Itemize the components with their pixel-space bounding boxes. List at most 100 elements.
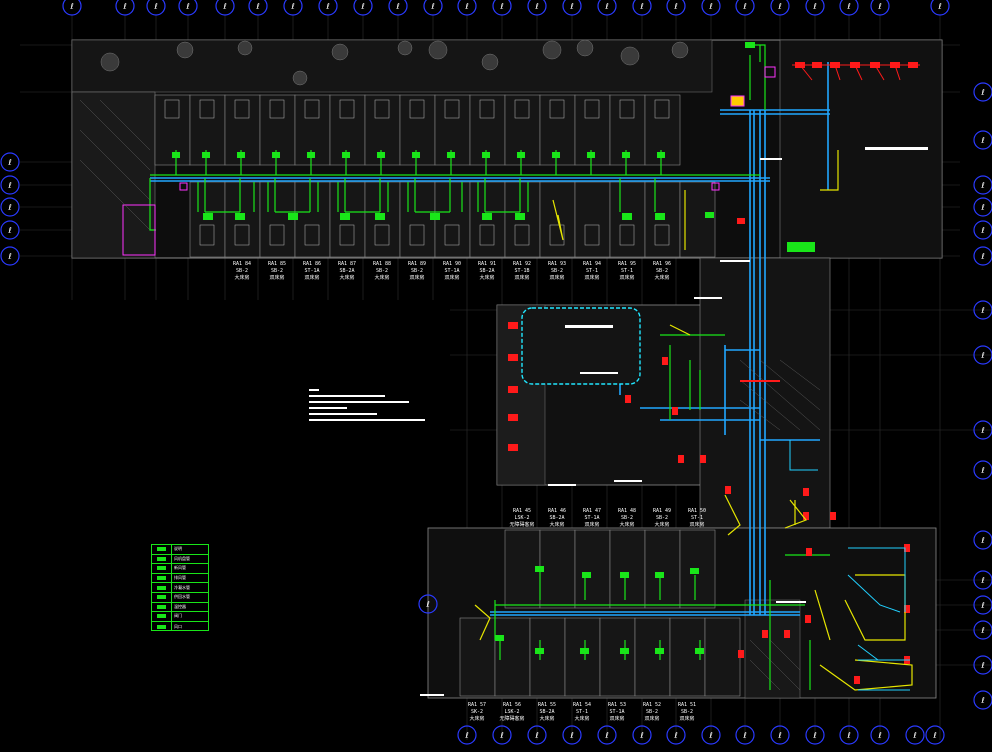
room-number-label: RA1 49 [653,508,671,514]
room-name-label: 大床房 [654,521,669,528]
grid-axis-bubble-icon [666,725,686,745]
room-type-label: SB-2 [376,268,388,274]
grid-axis-glyph: ℓ [812,2,816,11]
room-number-label: RA1 56 [503,702,521,708]
room-number-label: RA1 90 [443,261,461,267]
grid-axis-glyph: ℓ [255,2,259,11]
grid-axis-glyph: ℓ [534,731,538,740]
ahu-unit [730,95,745,107]
room-type-label: ST-1 [576,709,588,715]
room-number-label: RA1 94 [583,261,601,267]
grid-axis-bubble-icon [248,0,268,16]
grid-axis-glyph: ℓ [980,306,984,315]
grid-axis-bubble-icon [283,0,303,16]
grid-axis-glyph: ℓ [777,731,781,740]
grid-axis-bubble-icon [973,620,992,640]
grid-axis-bubble-icon [973,690,992,710]
grid-axis-glyph: ℓ [742,2,746,11]
room-name-label: 大床房 [469,715,484,722]
room-number-label: RA1 87 [338,261,356,267]
grid-axis-glyph: ℓ [980,181,984,190]
legend-description: 新风管 [174,565,186,571]
grid-axis-glyph: ℓ [877,731,881,740]
legend-description: 说明 [174,546,182,552]
grid-axis-bubble-icon [973,246,992,266]
room-number-label: RA1 48 [618,508,636,514]
grid-axis-bubble-icon [973,197,992,217]
grid-axis-bubble-icon [973,345,992,365]
legend-table: 说明风机盘管新风管排风管冷凝水管供回水管温控器阀门风口 [151,544,209,632]
grid-axis-glyph: ℓ [7,203,11,212]
grid-axis-glyph: ℓ [812,731,816,740]
room-type-label: SB-2 [681,709,693,715]
room-name-label: 无障碍客房 [509,521,534,528]
grid-axis-glyph: ℓ [980,426,984,435]
legend-row: 风机盘管 [152,554,208,565]
legend-symbol-icon [152,612,172,621]
condensate-piping [474,150,913,691]
room-type-label: SB-2 [621,515,633,521]
grid-axis-bubble-icon [701,0,721,16]
grid-axis-bubble-icon [597,0,617,16]
grid-axis-glyph: ℓ [777,2,781,11]
grid-axis-bubble-icon [423,0,443,16]
room-number-label: RA1 46 [548,508,566,514]
legend-description: 风口 [174,623,182,629]
room-type-label: ST-1A [609,709,624,715]
grid-axis-bubble-icon [527,725,547,745]
legend-description: 冷凝水管 [174,584,190,590]
room-type-label: SB-2 [411,268,423,274]
exhaust-duct-shapes [789,440,910,691]
legend-symbol-icon [152,602,172,612]
room-name-label: 双床房 [549,274,564,281]
grid-axis-glyph: ℓ [980,136,984,145]
room-type-label: SB-2 [656,268,668,274]
room-type-label: ST-1A [304,268,319,274]
grid-axis-bubble-icon [973,420,992,440]
grid-axis-bubble-icon [973,530,992,550]
conference-duct-boundary [521,307,641,385]
room-number-label: RA1 93 [548,261,566,267]
grid-axis-glyph: ℓ [980,601,984,610]
legend-description: 阀门 [174,613,182,619]
legend-row: 阀门 [152,612,208,622]
grid-axis-bubble-icon [839,0,859,16]
design-notes [309,389,429,425]
grid-axis-bubble-icon [0,220,20,240]
grid-axis-bubble-icon [353,0,373,16]
grid-axis-glyph: ℓ [980,351,984,360]
room-type-label: LSK-2 [514,515,529,521]
grid-axis-bubble-icon [597,725,617,745]
legend-description: 风机盘管 [174,555,190,561]
grid-axis-bubble-icon [527,0,547,16]
grid-axis-glyph: ℓ [7,158,11,167]
room-number-label: RA1 54 [573,702,591,708]
grid-axis-glyph: ℓ [980,626,984,635]
grid-axis-bubble-icon [870,0,890,16]
grid-axis-bubble-icon [562,0,582,16]
legend-row: 温控器 [152,602,208,613]
upper-wing-rooms-bottom [189,181,716,258]
room-name-label: 大床房 [539,715,554,722]
room-name-label: 双床房 [409,274,424,281]
room-number-label: RA1 51 [678,702,696,708]
grid-axis-glyph: ℓ [222,2,226,11]
grid-axis-glyph: ℓ [980,576,984,585]
grid-axis-bubble-icon [701,725,721,745]
room-name-label: 大床房 [339,274,354,281]
grid-axis-glyph: ℓ [932,731,936,740]
room-type-label: SB-2 [236,268,248,274]
grid-axis-bubble-icon [770,0,790,16]
grid-axis-glyph: ℓ [499,731,503,740]
room-name-label: 双床房 [619,274,634,281]
room-type-label: SB-2 [656,515,668,521]
grid-axis-glyph: ℓ [425,600,429,609]
room-name-label: 大床房 [374,274,389,281]
room-type-label: SB-2A [339,268,354,274]
grid-axis-bubble-icon [62,0,82,16]
room-name-label: 大床房 [574,715,589,722]
magenta-markers [122,66,776,256]
grid-axis-glyph: ℓ [877,2,881,11]
